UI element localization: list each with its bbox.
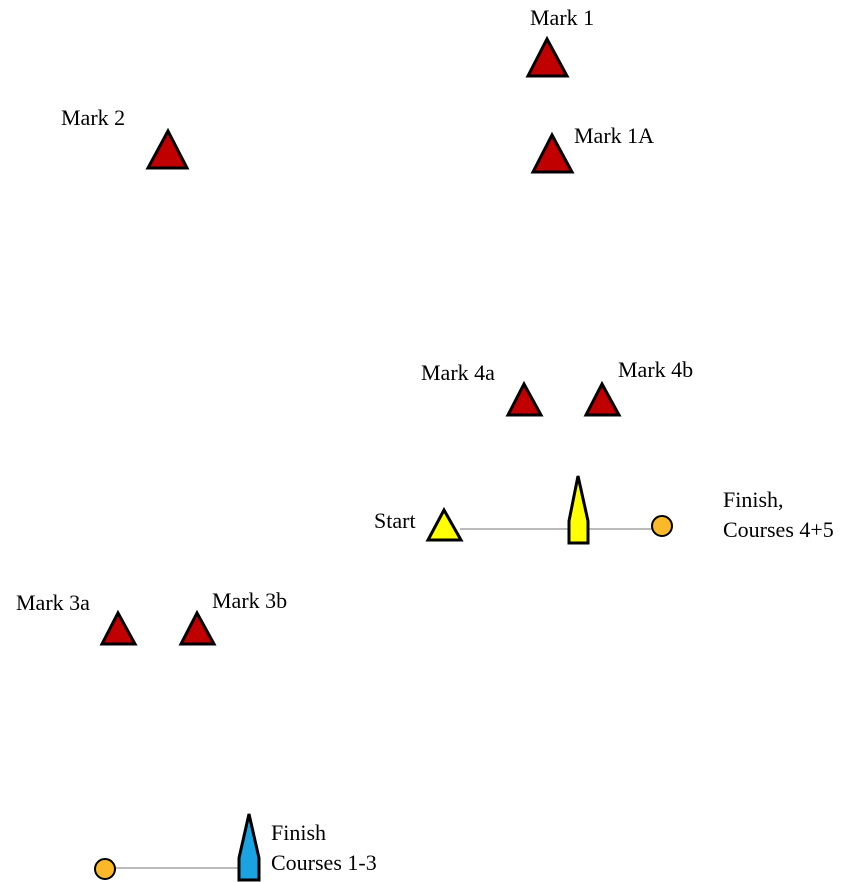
mark-2-label: Mark 2 xyxy=(61,105,126,130)
finish-courses-1-3-label-line1: Finish xyxy=(271,820,327,845)
mark-3a-buoy xyxy=(99,609,138,646)
finish-courses-1-3-label-line2: Courses 1-3 xyxy=(271,850,377,875)
start-label: Start xyxy=(374,508,416,533)
mark-3b-buoy xyxy=(178,609,217,646)
mark-4a-label: Mark 4a xyxy=(421,360,495,385)
mark-3a-label: Mark 3a xyxy=(16,590,90,615)
mark-1a-buoy xyxy=(530,131,575,174)
finish-buoy-courses-4-5 xyxy=(651,515,673,537)
mark-1-label: Mark 1 xyxy=(530,5,595,30)
mark-4b-label: Mark 4b xyxy=(618,357,694,382)
finish-courses-4-5-label-line1: Finish, xyxy=(723,487,784,512)
mark-4b-buoy xyxy=(583,380,622,417)
mark-3b-label: Mark 3b xyxy=(212,588,288,613)
start-buoy xyxy=(425,506,464,542)
mark-1a-label: Mark 1A xyxy=(574,123,655,148)
mark-1-buoy xyxy=(525,35,570,78)
committee-boat-finish xyxy=(237,813,261,882)
finish-courses-4-5-label-line2: Courses 4+5 xyxy=(723,517,834,542)
mark-4a-buoy xyxy=(505,380,544,417)
committee-boat-start xyxy=(567,475,590,545)
mark-2-buoy xyxy=(145,127,190,170)
finish-buoy-courses-1-3 xyxy=(94,858,116,880)
